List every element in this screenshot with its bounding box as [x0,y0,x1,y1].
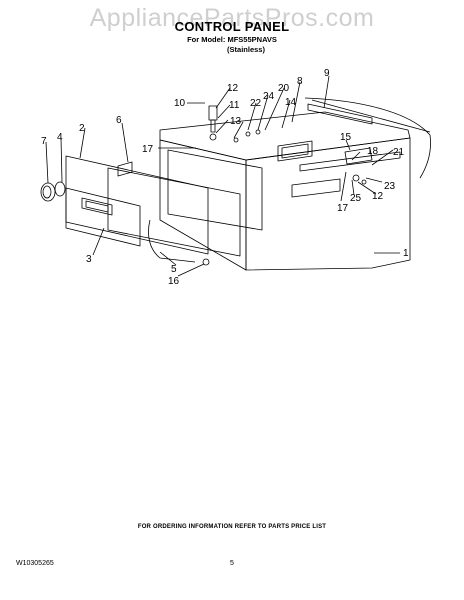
housing-front [245,137,411,271]
housing-left-side [159,139,247,271]
page-title: CONTROL PANEL [174,19,290,34]
side-opening [291,178,341,198]
screw [202,258,210,266]
callout-21: 21 [393,147,405,158]
page-number: 5 [230,560,234,567]
knob-bezel [54,181,66,197]
back-panel [167,149,263,231]
callout-10: 10 [174,98,186,109]
hood-curve [304,97,431,179]
callout-7: 7 [41,136,47,147]
callout-13: 13 [230,116,242,127]
model-line: For Model: MFS55PNAVS [187,35,277,44]
callout-16: 16 [168,276,180,287]
callout-5: 5 [171,264,177,275]
side-bracket [344,147,373,165]
wire-harness [148,219,196,263]
callout-2: 2 [79,123,85,134]
ordering-note: FOR ORDERING INFORMATION REFER TO PARTS … [137,524,327,530]
variant-line: (Stainless) [227,45,265,54]
document-number: W10305265 [16,560,54,567]
callout-11: 11 [229,100,240,111]
callout-23: 23 [384,181,396,192]
callout-3: 3 [86,254,92,265]
callout-22: 22 [250,98,262,109]
watermark: AppliancePartsPros.com [89,4,375,32]
callout-labels: 1 2 3 4 5 6 7 8 9 10 11 12 12 13 14 15 1… [41,68,409,287]
callout-17-right: 17 [337,203,349,214]
callout-8: 8 [297,76,303,87]
shelf [299,151,401,172]
callout-24: 24 [263,91,275,102]
callout-12-right: 12 [372,191,384,202]
callout-9: 9 [324,68,330,79]
callout-1: 1 [403,248,409,259]
callout-4: 4 [57,132,63,143]
callout-6: 6 [116,115,122,126]
callout-25: 25 [350,193,362,204]
hood-strip [307,103,373,125]
callout-17-left: 17 [142,144,154,155]
callout-15: 15 [340,132,352,143]
callout-20: 20 [278,83,290,94]
display-window [81,197,113,216]
callout-14: 14 [285,97,297,108]
switch [208,105,218,121]
front-fascia [65,187,141,247]
callout-18: 18 [367,146,379,157]
top-vent [277,140,313,162]
callout-12-top: 12 [227,83,239,94]
